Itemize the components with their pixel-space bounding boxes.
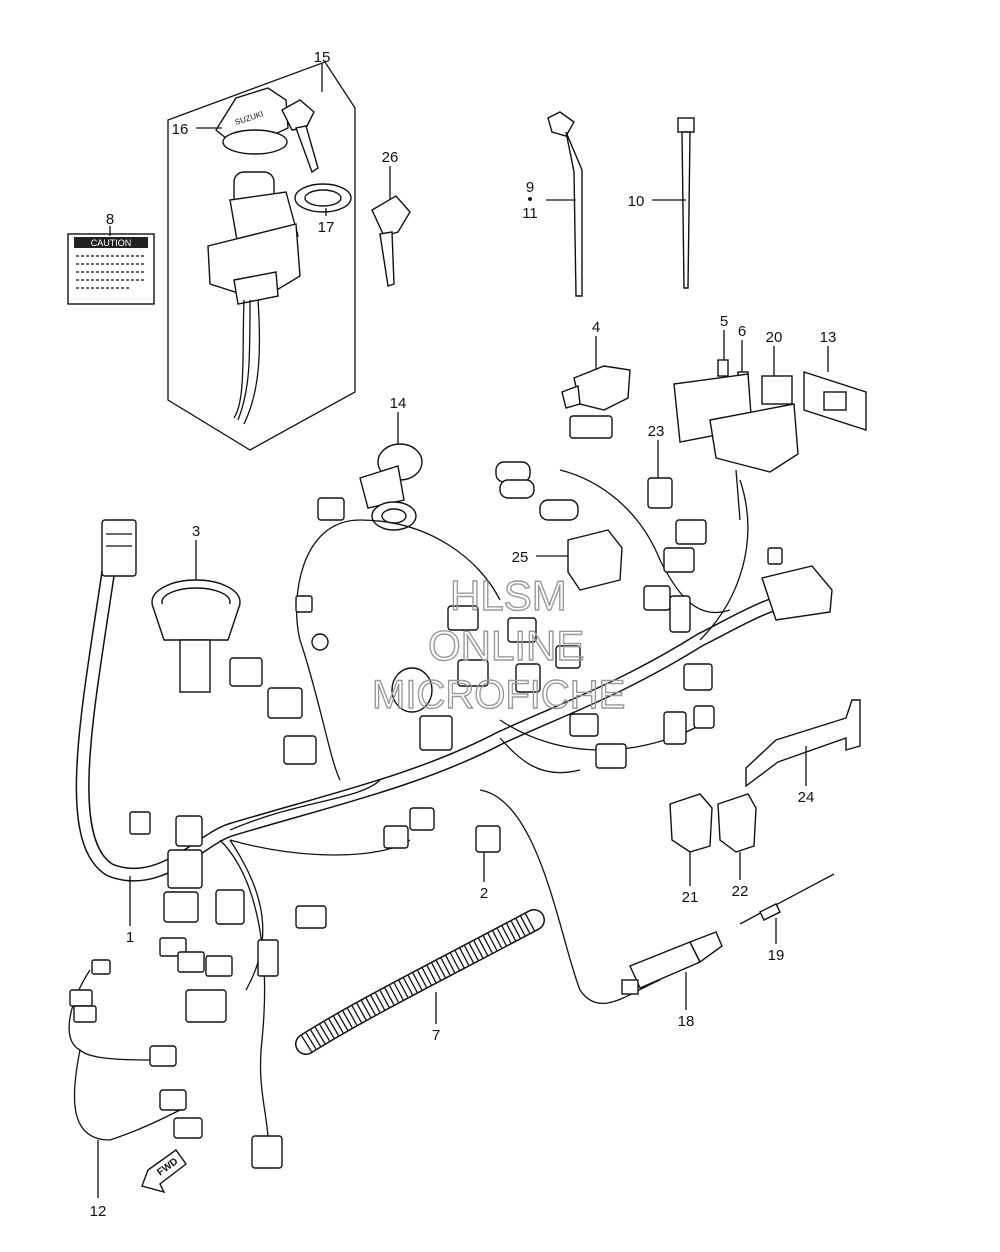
bracket-part-13[interactable] (803, 371, 867, 431)
part-number-labels: 15 16 17 8 26 9 • 11 10 4 5 6 20 13 14 2… (90, 49, 837, 1220)
label-23[interactable]: 23 (648, 423, 665, 440)
label-14[interactable]: 14 (390, 395, 407, 412)
fuse-box[interactable] (673, 373, 799, 521)
label-21[interactable]: 21 (682, 889, 699, 906)
label-12[interactable]: 12 (90, 1203, 107, 1220)
cable-tie-10[interactable] (677, 117, 695, 289)
pin-part-19[interactable] (739, 873, 835, 925)
connector-part-22[interactable] (717, 793, 757, 853)
relay-part-25[interactable] (567, 529, 623, 591)
label-18[interactable]: 18 (678, 1013, 695, 1030)
label-1[interactable]: 1 (126, 929, 134, 946)
label-4[interactable]: 4 (592, 319, 600, 336)
label-24[interactable]: 24 (798, 789, 815, 806)
key-part[interactable] (371, 195, 411, 287)
caution-label-part[interactable]: CAUTION (67, 233, 155, 305)
connector-part-4[interactable] (561, 365, 631, 411)
sensor-part-18[interactable] (621, 931, 723, 995)
sub-harness-12[interactable]: FWD (68, 959, 203, 1194)
ignition-switch-assembly[interactable]: SUZUKI (167, 61, 356, 451)
label-10[interactable]: 10 (628, 193, 645, 210)
label-16[interactable]: 16 (172, 121, 189, 138)
label-26[interactable]: 26 (382, 149, 399, 166)
fuse-part-5[interactable] (717, 359, 729, 377)
connector-part-23[interactable] (647, 477, 673, 509)
watermark-line-3: MICROFICHE (372, 673, 625, 717)
connector-part-21[interactable] (669, 793, 713, 853)
cable-tie-9-11[interactable] (547, 111, 583, 297)
label-9[interactable]: 9 (526, 179, 534, 196)
caution-text: CAUTION (91, 238, 132, 248)
watermark-line-2: ONLINE (428, 622, 584, 669)
connector-part-14[interactable] (359, 443, 423, 531)
main-wiring-harness-1[interactable] (75, 469, 817, 1151)
label-22[interactable]: 22 (732, 883, 749, 900)
relay-part-20[interactable] (761, 375, 793, 405)
label-5[interactable]: 5 (720, 313, 728, 330)
bracket-part-24[interactable] (745, 699, 861, 788)
grommet-part-3[interactable] (151, 579, 241, 693)
label-9-dot: • (527, 191, 532, 208)
label-2[interactable]: 2 (480, 885, 488, 902)
leader-lines (97, 64, 829, 1198)
label-8[interactable]: 8 (106, 211, 114, 228)
watermark-line-1: HLSM (450, 572, 567, 619)
label-7[interactable]: 7 (432, 1027, 440, 1044)
label-25[interactable]: 25 (512, 549, 529, 566)
label-11[interactable]: 11 (522, 205, 538, 222)
label-15[interactable]: 15 (314, 49, 331, 66)
connector-part-2[interactable] (475, 825, 501, 853)
label-19[interactable]: 19 (768, 947, 785, 964)
label-17[interactable]: 17 (318, 219, 335, 236)
label-3[interactable]: 3 (192, 523, 200, 540)
label-6[interactable]: 6 (738, 323, 746, 340)
watermark: HLSM ONLINE MICROFICHE (371, 571, 626, 717)
corrugated-tube-part-7[interactable] (295, 909, 545, 1055)
harness-connectors (129, 415, 833, 1169)
label-13[interactable]: 13 (820, 329, 837, 346)
label-20[interactable]: 20 (766, 329, 783, 346)
